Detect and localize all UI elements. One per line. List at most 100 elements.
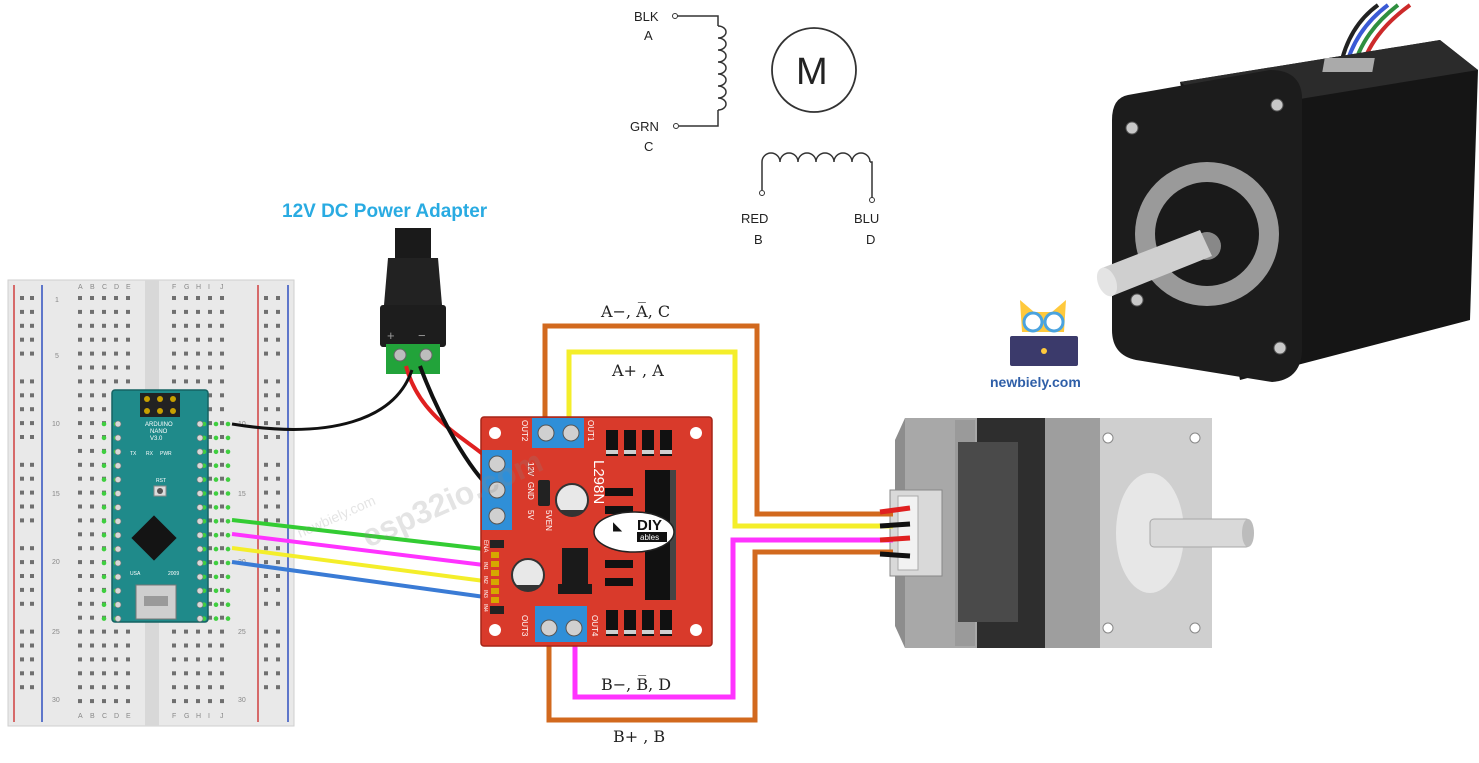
breadboard-hole (126, 337, 130, 342)
breadboard-hole (220, 407, 224, 412)
motor-stator-inner (958, 442, 1018, 622)
rail-hole (20, 323, 24, 328)
jack-plus-sign: + (387, 328, 395, 343)
rail-hole (276, 518, 280, 523)
terminal-screw-minus (419, 348, 433, 362)
col-label: C (102, 284, 107, 291)
rail-hole (264, 643, 268, 648)
nano-pin (101, 616, 107, 621)
col-label: H (196, 284, 201, 291)
breadboard-hole (220, 476, 224, 481)
rail-hole (20, 629, 24, 634)
rail-hole (20, 546, 24, 551)
breadboard-hole (102, 657, 106, 662)
rail-hole (20, 462, 24, 467)
nano-board (111, 389, 209, 623)
breadboard-hole (90, 546, 94, 551)
breadboard-hole (90, 615, 94, 620)
wire-signal-yellow (231, 546, 493, 584)
breadboard-hole (90, 435, 94, 439)
rail-hole (276, 560, 280, 565)
breadboard-hole (78, 323, 82, 328)
rail-hole (264, 657, 268, 662)
icsp-pin (170, 396, 176, 402)
diode (642, 610, 654, 636)
row-label: 15 (52, 491, 60, 498)
breadboard-hole (78, 699, 82, 704)
breadboard-hole (220, 532, 224, 537)
label-in4: IN4 (482, 604, 488, 612)
nano-pin (101, 560, 107, 566)
breadboard-hole (172, 351, 176, 356)
breadboard-hole (208, 407, 212, 412)
breadboard-hole (208, 309, 212, 314)
breadboard-hole (102, 629, 106, 634)
breadboard-hole (172, 337, 176, 342)
rail-hole (276, 337, 280, 342)
breadboard-hole (114, 685, 118, 690)
breadboard-hole (172, 629, 176, 634)
breadboard-hole (208, 685, 212, 690)
breadboard-hole (90, 699, 94, 704)
breadboard-hole (114, 671, 118, 676)
rail-hole (20, 337, 24, 342)
wire-signal-magenta (231, 532, 493, 568)
breadboard-hole (208, 518, 212, 523)
breadboard-hole (196, 671, 200, 676)
col-label: F (172, 713, 176, 720)
breadboard-hole (78, 309, 82, 314)
rail-hole (30, 560, 34, 565)
icsp-pin (144, 408, 150, 414)
breadboard-hole (220, 393, 224, 398)
row-label: 25 (238, 629, 246, 636)
nano-pin (225, 421, 231, 427)
breadboard-hole (78, 448, 82, 453)
label-out2: OUT2 (520, 420, 529, 442)
icsp-pin (157, 408, 163, 414)
nano-pin (213, 588, 219, 594)
nano-pin (101, 449, 107, 455)
nano-header-pin (196, 573, 204, 581)
breadboard-hole (196, 379, 200, 384)
flange-hole (1102, 622, 1114, 634)
rail-hole (276, 296, 280, 300)
breadboard-hole (208, 657, 212, 662)
label-12v: 12V (526, 462, 535, 477)
flange-hole (1189, 622, 1201, 634)
rail-hole (264, 296, 268, 300)
flange-hole (1189, 432, 1201, 444)
breadboard-hole (126, 309, 130, 314)
breadboard-hole (90, 476, 94, 481)
rail-hole (264, 351, 268, 356)
breadboard-hole (78, 629, 82, 634)
col-label: I (208, 284, 210, 291)
breadboard-hole (184, 337, 188, 342)
rail-hole (264, 309, 268, 314)
laptop-dot (1041, 348, 1047, 354)
rail-hole (276, 309, 280, 314)
rail-hole (20, 504, 24, 509)
rail-hole (276, 643, 280, 648)
breadboard-hole (90, 587, 94, 592)
rail-hole (20, 671, 24, 676)
breadboard-hole (208, 323, 212, 328)
nano-header-pin (196, 615, 204, 622)
board-hole (489, 427, 501, 439)
breadboard-hole (90, 323, 94, 328)
nano-pin (213, 546, 219, 552)
mcu-chip (131, 515, 177, 561)
breadboard-hole (78, 435, 82, 439)
breadboard-hole (220, 601, 224, 606)
breadboard-hole (78, 393, 82, 398)
breadboard-hole (90, 407, 94, 412)
label-in1: IN1 (482, 562, 488, 570)
motor-symbol-circle (771, 27, 857, 113)
nano-header-pin (196, 531, 204, 539)
breadboard-hole (184, 379, 188, 384)
rail-hole (30, 601, 34, 606)
nano-header-pin (196, 559, 204, 567)
col-label: F (172, 284, 176, 291)
nano-pin (213, 519, 219, 524)
breadboard-hole (172, 685, 176, 690)
